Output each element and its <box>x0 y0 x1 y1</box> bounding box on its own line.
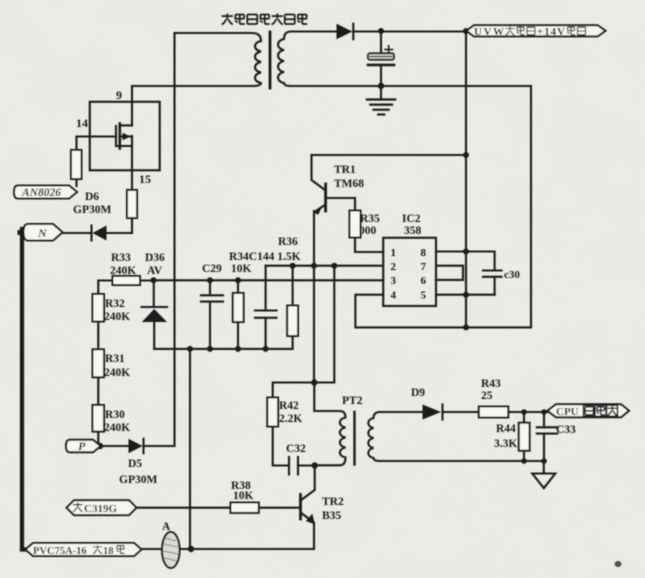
svg-text:R42: R42 <box>279 400 299 412</box>
svg-text:R34C144 1.5K: R34C144 1.5K <box>229 251 301 263</box>
svg-text:R35: R35 <box>360 213 380 225</box>
svg-text:000: 000 <box>359 225 377 237</box>
svg-text:2.2K: 2.2K <box>279 413 302 425</box>
svg-text:1: 1 <box>391 247 397 259</box>
svg-text:7: 7 <box>421 261 427 273</box>
svg-text:N: N <box>37 226 48 240</box>
svg-text:358: 358 <box>404 225 422 237</box>
svg-text:R30: R30 <box>105 409 125 421</box>
svg-text:D5: D5 <box>128 458 142 470</box>
svg-text:R38: R38 <box>231 480 251 492</box>
svg-text:c30: c30 <box>504 269 520 281</box>
svg-text:R33: R33 <box>111 252 131 264</box>
svg-text:TR2: TR2 <box>322 496 344 508</box>
svg-text:AV: AV <box>147 265 163 277</box>
svg-text:PVC75A-16: PVC75A-16 <box>33 546 87 557</box>
svg-text:240K: 240K <box>104 311 130 323</box>
svg-text:15: 15 <box>139 172 151 186</box>
svg-text:D9: D9 <box>411 387 425 399</box>
svg-text:6: 6 <box>421 275 427 287</box>
svg-text:TM68: TM68 <box>334 178 364 190</box>
svg-text:240K: 240K <box>104 367 130 379</box>
svg-text:R36: R36 <box>278 236 298 248</box>
svg-text:A: A <box>162 521 171 533</box>
svg-text:240K: 240K <box>110 265 136 277</box>
svg-text:240K: 240K <box>104 422 130 434</box>
svg-text:3: 3 <box>391 275 397 287</box>
svg-text:B35: B35 <box>322 510 341 522</box>
svg-text:CPU: CPU <box>556 406 579 418</box>
svg-text:D6: D6 <box>85 191 99 203</box>
svg-text:4: 4 <box>391 290 397 302</box>
svg-text:10K: 10K <box>231 263 252 275</box>
svg-text:25: 25 <box>481 390 493 402</box>
svg-text:PT2: PT2 <box>342 395 363 407</box>
svg-text:TR1: TR1 <box>334 164 356 176</box>
svg-text:9: 9 <box>116 88 122 102</box>
svg-text:C29: C29 <box>202 263 222 275</box>
svg-text:GP30M: GP30M <box>119 474 157 486</box>
svg-text:AN8026: AN8026 <box>21 187 61 199</box>
svg-text:8: 8 <box>421 247 427 259</box>
svg-text:R44: R44 <box>496 423 516 435</box>
svg-text:D36: D36 <box>145 252 165 264</box>
svg-text:10K: 10K <box>233 490 254 502</box>
svg-text:P: P <box>78 439 86 453</box>
svg-text:IC2: IC2 <box>402 213 421 225</box>
svg-text:C319G: C319G <box>84 503 117 515</box>
svg-text:18: 18 <box>103 546 114 557</box>
svg-text:GP30M: GP30M <box>73 204 111 216</box>
svg-text:14: 14 <box>76 116 88 130</box>
svg-text:+14V: +14V <box>537 26 565 38</box>
svg-text:R31: R31 <box>105 353 125 365</box>
svg-text:C33: C33 <box>556 424 576 436</box>
svg-text:UVW: UVW <box>474 26 504 38</box>
svg-text:R43: R43 <box>481 378 501 390</box>
svg-text:3.3K: 3.3K <box>494 438 517 450</box>
svg-text:5: 5 <box>421 290 427 302</box>
svg-text:R32: R32 <box>105 298 125 310</box>
svg-text:C32: C32 <box>286 443 306 455</box>
svg-text:2: 2 <box>391 261 397 273</box>
